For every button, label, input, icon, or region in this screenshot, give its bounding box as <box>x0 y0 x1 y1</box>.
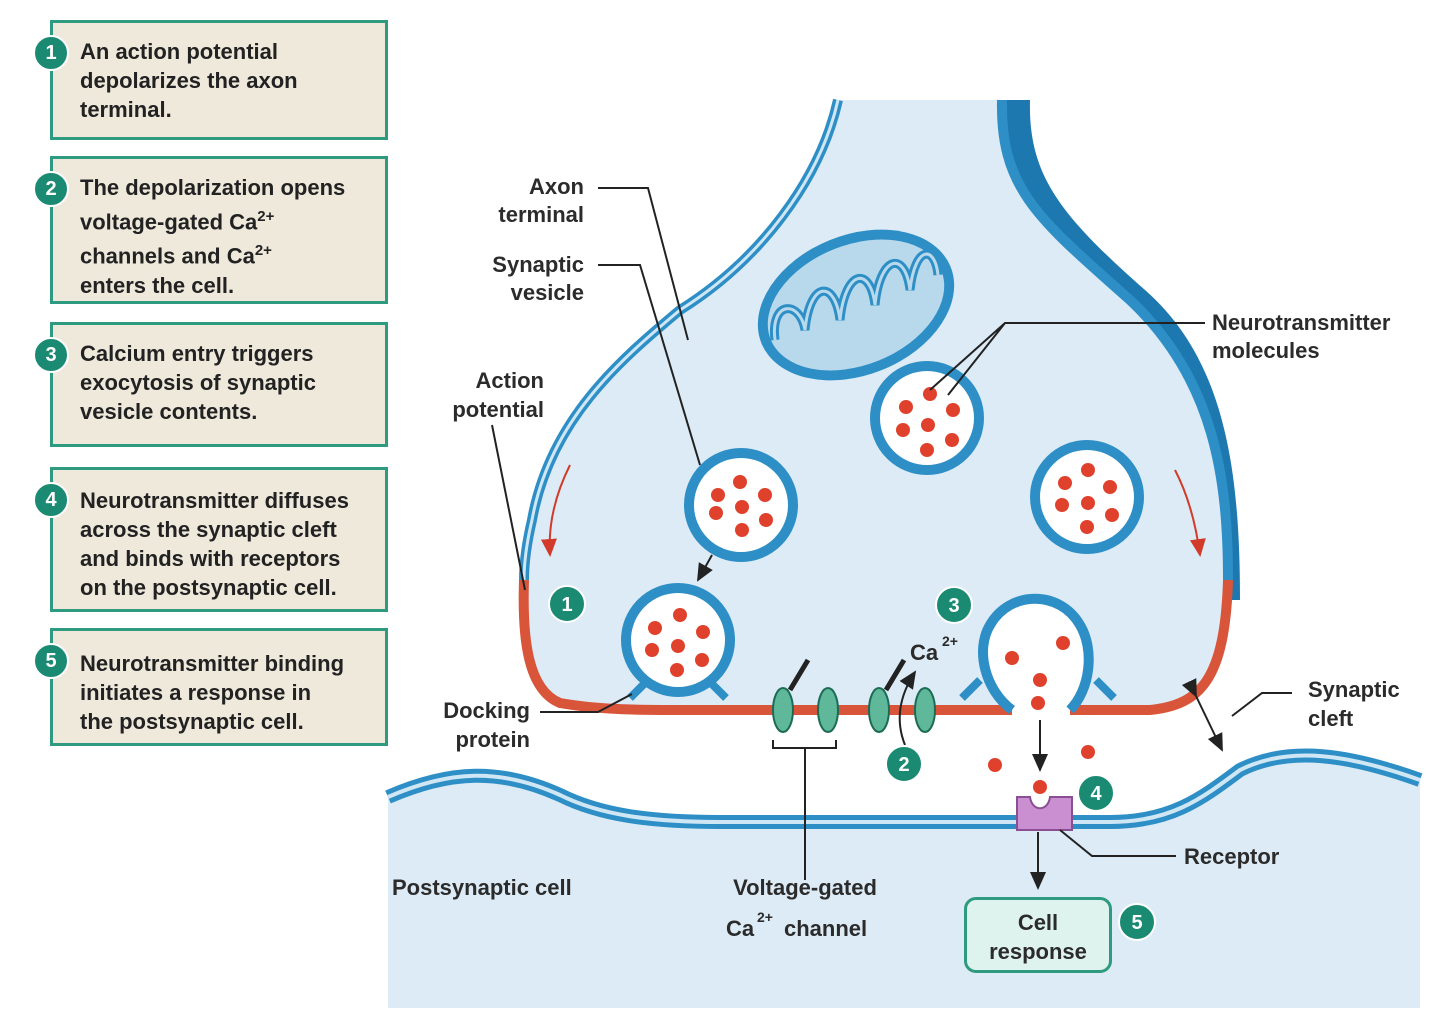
label-neurotransmitter-2: molecules <box>1212 338 1320 363</box>
label-synaptic-vesicle-1: Synaptic <box>492 252 584 277</box>
step-text-1: An action potential depolarizes the axon… <box>80 39 298 122</box>
action-potential-arrow-right <box>1174 469 1206 557</box>
channel-bracket <box>772 740 837 880</box>
step-box-4: 4 Neurotransmitter diffuses across the s… <box>33 467 388 612</box>
diagram-badge-5: 5 <box>1118 903 1156 941</box>
svg-text:1: 1 <box>561 594 572 616</box>
svg-text:3: 3 <box>948 595 959 617</box>
depolarized-membrane <box>518 579 1012 715</box>
leader-receptor <box>1059 829 1176 857</box>
label-docking-protein-1: Docking <box>443 698 530 723</box>
step-text-2: The depolarization opens voltage-gated C… <box>80 175 346 298</box>
voltage-gated-channel <box>868 658 936 733</box>
step-box-1: 1 An action potential depolarizes the ax… <box>33 20 388 140</box>
label-receptor: Receptor <box>1184 844 1280 869</box>
leader-action-potential <box>491 424 526 591</box>
step-text-3: Calcium entry triggers exocytosis of syn… <box>80 341 316 424</box>
step-box-3: 3 Calcium entry triggers exocytosis of s… <box>33 322 388 447</box>
label-action-potential-1: Action <box>476 368 544 393</box>
label-action-potential-2: potential <box>452 397 544 422</box>
receptor <box>1016 796 1073 831</box>
leader-synaptic-vesicle <box>598 264 701 466</box>
step-badge-2: 2 <box>33 171 69 207</box>
leader-neurotransmitter <box>929 322 1205 396</box>
label-docking-protein-2: protein <box>455 727 530 752</box>
step-badge-1: 1 <box>33 35 69 71</box>
leader-synaptic-cleft <box>1231 692 1292 717</box>
label-synaptic-vesicle-2: vesicle <box>511 280 584 305</box>
label-voltage-gated-ca: Ca <box>726 916 755 941</box>
docking-protein <box>627 677 729 701</box>
voltage-gated-channel <box>772 658 839 733</box>
step-text-4: Neurotransmitter diffuses across the syn… <box>80 488 349 600</box>
action-potential-arrow-left <box>540 464 571 557</box>
axon-membrane-shading <box>1001 100 1240 600</box>
cell-response-box: Cell response <box>964 897 1112 973</box>
step-text-5: Neurotransmitter binding initiates a res… <box>80 651 345 734</box>
leader-axon-terminal <box>598 187 689 341</box>
cleft-width-arrow <box>1181 678 1223 752</box>
label-voltage-gated-channel: channel <box>784 916 867 941</box>
label-postsynaptic-cell: Postsynaptic cell <box>392 875 572 900</box>
step-box-2: 2 The depolarization opens voltage-gated… <box>33 156 388 304</box>
svg-text:4: 4 <box>1090 783 1102 805</box>
diagram-badge-1: 1 <box>548 585 586 623</box>
label-axon-terminal-1: Axon <box>529 174 584 199</box>
label-synaptic-cleft-2: cleft <box>1308 706 1354 731</box>
label-axon-terminal-2: terminal <box>498 202 584 227</box>
diagram-badge-4: 4 <box>1077 774 1115 812</box>
label-ca-ion-sup: 2+ <box>942 633 958 649</box>
superscript-2plus: 2+ <box>257 208 275 225</box>
step-badge-4: 4 <box>33 482 69 518</box>
svg-text:5: 5 <box>1131 912 1142 934</box>
diagram-badge-2: 2 <box>885 745 923 783</box>
superscript-2plus: 2+ <box>254 242 272 260</box>
label-voltage-gated-sup: 2+ <box>757 909 773 925</box>
ca-entry-arrow <box>898 670 917 746</box>
svg-text:2: 2 <box>898 754 909 776</box>
label-voltage-gated-1: Voltage-gated <box>733 875 877 900</box>
label-ca-ion: Ca <box>910 640 939 665</box>
label-neurotransmitter-1: Neurotransmitter <box>1212 310 1391 335</box>
step-box-5: 5 Neurotransmitter binding initiates a r… <box>33 628 388 746</box>
vesicle-docking-arrow <box>697 554 713 582</box>
label-synaptic-cleft-1: Synaptic <box>1308 677 1400 702</box>
step-badge-5: 5 <box>33 643 69 679</box>
mitochondrion <box>757 229 955 381</box>
neurotransmitter-molecules <box>645 387 1119 794</box>
diagram-badge-3: 3 <box>935 586 973 624</box>
step-badge-3: 3 <box>33 337 69 373</box>
leader-docking-protein <box>540 693 633 713</box>
